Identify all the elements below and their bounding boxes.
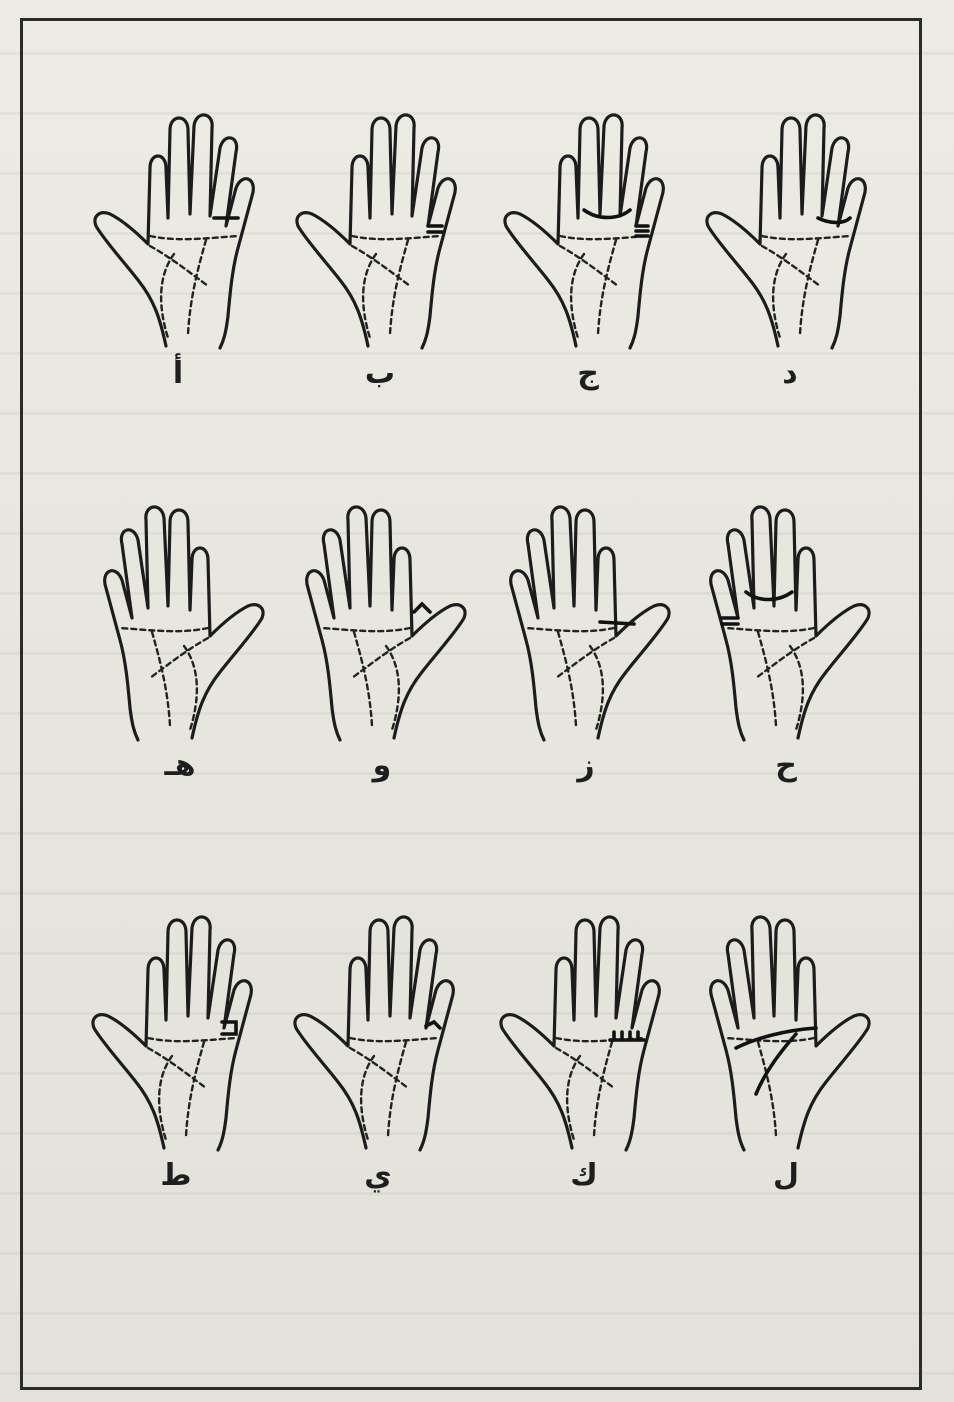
hand-drawing	[496, 500, 676, 745]
hand-drawing	[86, 910, 266, 1155]
figure-label: ب	[280, 356, 480, 391]
hand-figure-j: ي	[278, 910, 478, 1210]
figure-label: ل	[686, 1158, 886, 1193]
hand-figure-c: ج	[488, 108, 688, 408]
figure-label: هـ	[80, 748, 280, 783]
figure-label: ز	[486, 748, 686, 783]
hand-drawing	[696, 910, 876, 1155]
hand-figure-d: د	[690, 108, 890, 408]
hand-drawing	[696, 500, 876, 745]
hand-figure-f: و	[282, 500, 482, 800]
figure-label: أ	[78, 356, 278, 391]
figure-label: ح	[686, 748, 886, 783]
hand-figure-l: ل	[686, 910, 886, 1210]
hand-drawing	[498, 108, 678, 353]
hand-drawing	[290, 108, 470, 353]
hand-figure-g: ز	[486, 500, 686, 800]
hand-drawing	[288, 910, 468, 1155]
figure-label: ط	[76, 1158, 276, 1193]
hand-figure-h: ح	[686, 500, 886, 800]
hand-figure-a: أ	[78, 108, 278, 408]
figure-label: ج	[488, 356, 688, 391]
hand-drawing	[292, 500, 472, 745]
hand-drawing	[494, 910, 674, 1155]
figure-label: و	[282, 748, 482, 783]
hand-drawing	[88, 108, 268, 353]
figure-label: د	[690, 356, 890, 391]
hand-figure-b: ب	[280, 108, 480, 408]
hand-figure-e: هـ	[80, 500, 280, 800]
hand-drawing	[90, 500, 270, 745]
figure-label: ي	[278, 1158, 478, 1193]
hand-drawing	[700, 108, 880, 353]
hand-figure-i: ط	[76, 910, 276, 1210]
hand-figure-k: ك	[484, 910, 684, 1210]
figure-label: ك	[484, 1158, 684, 1193]
